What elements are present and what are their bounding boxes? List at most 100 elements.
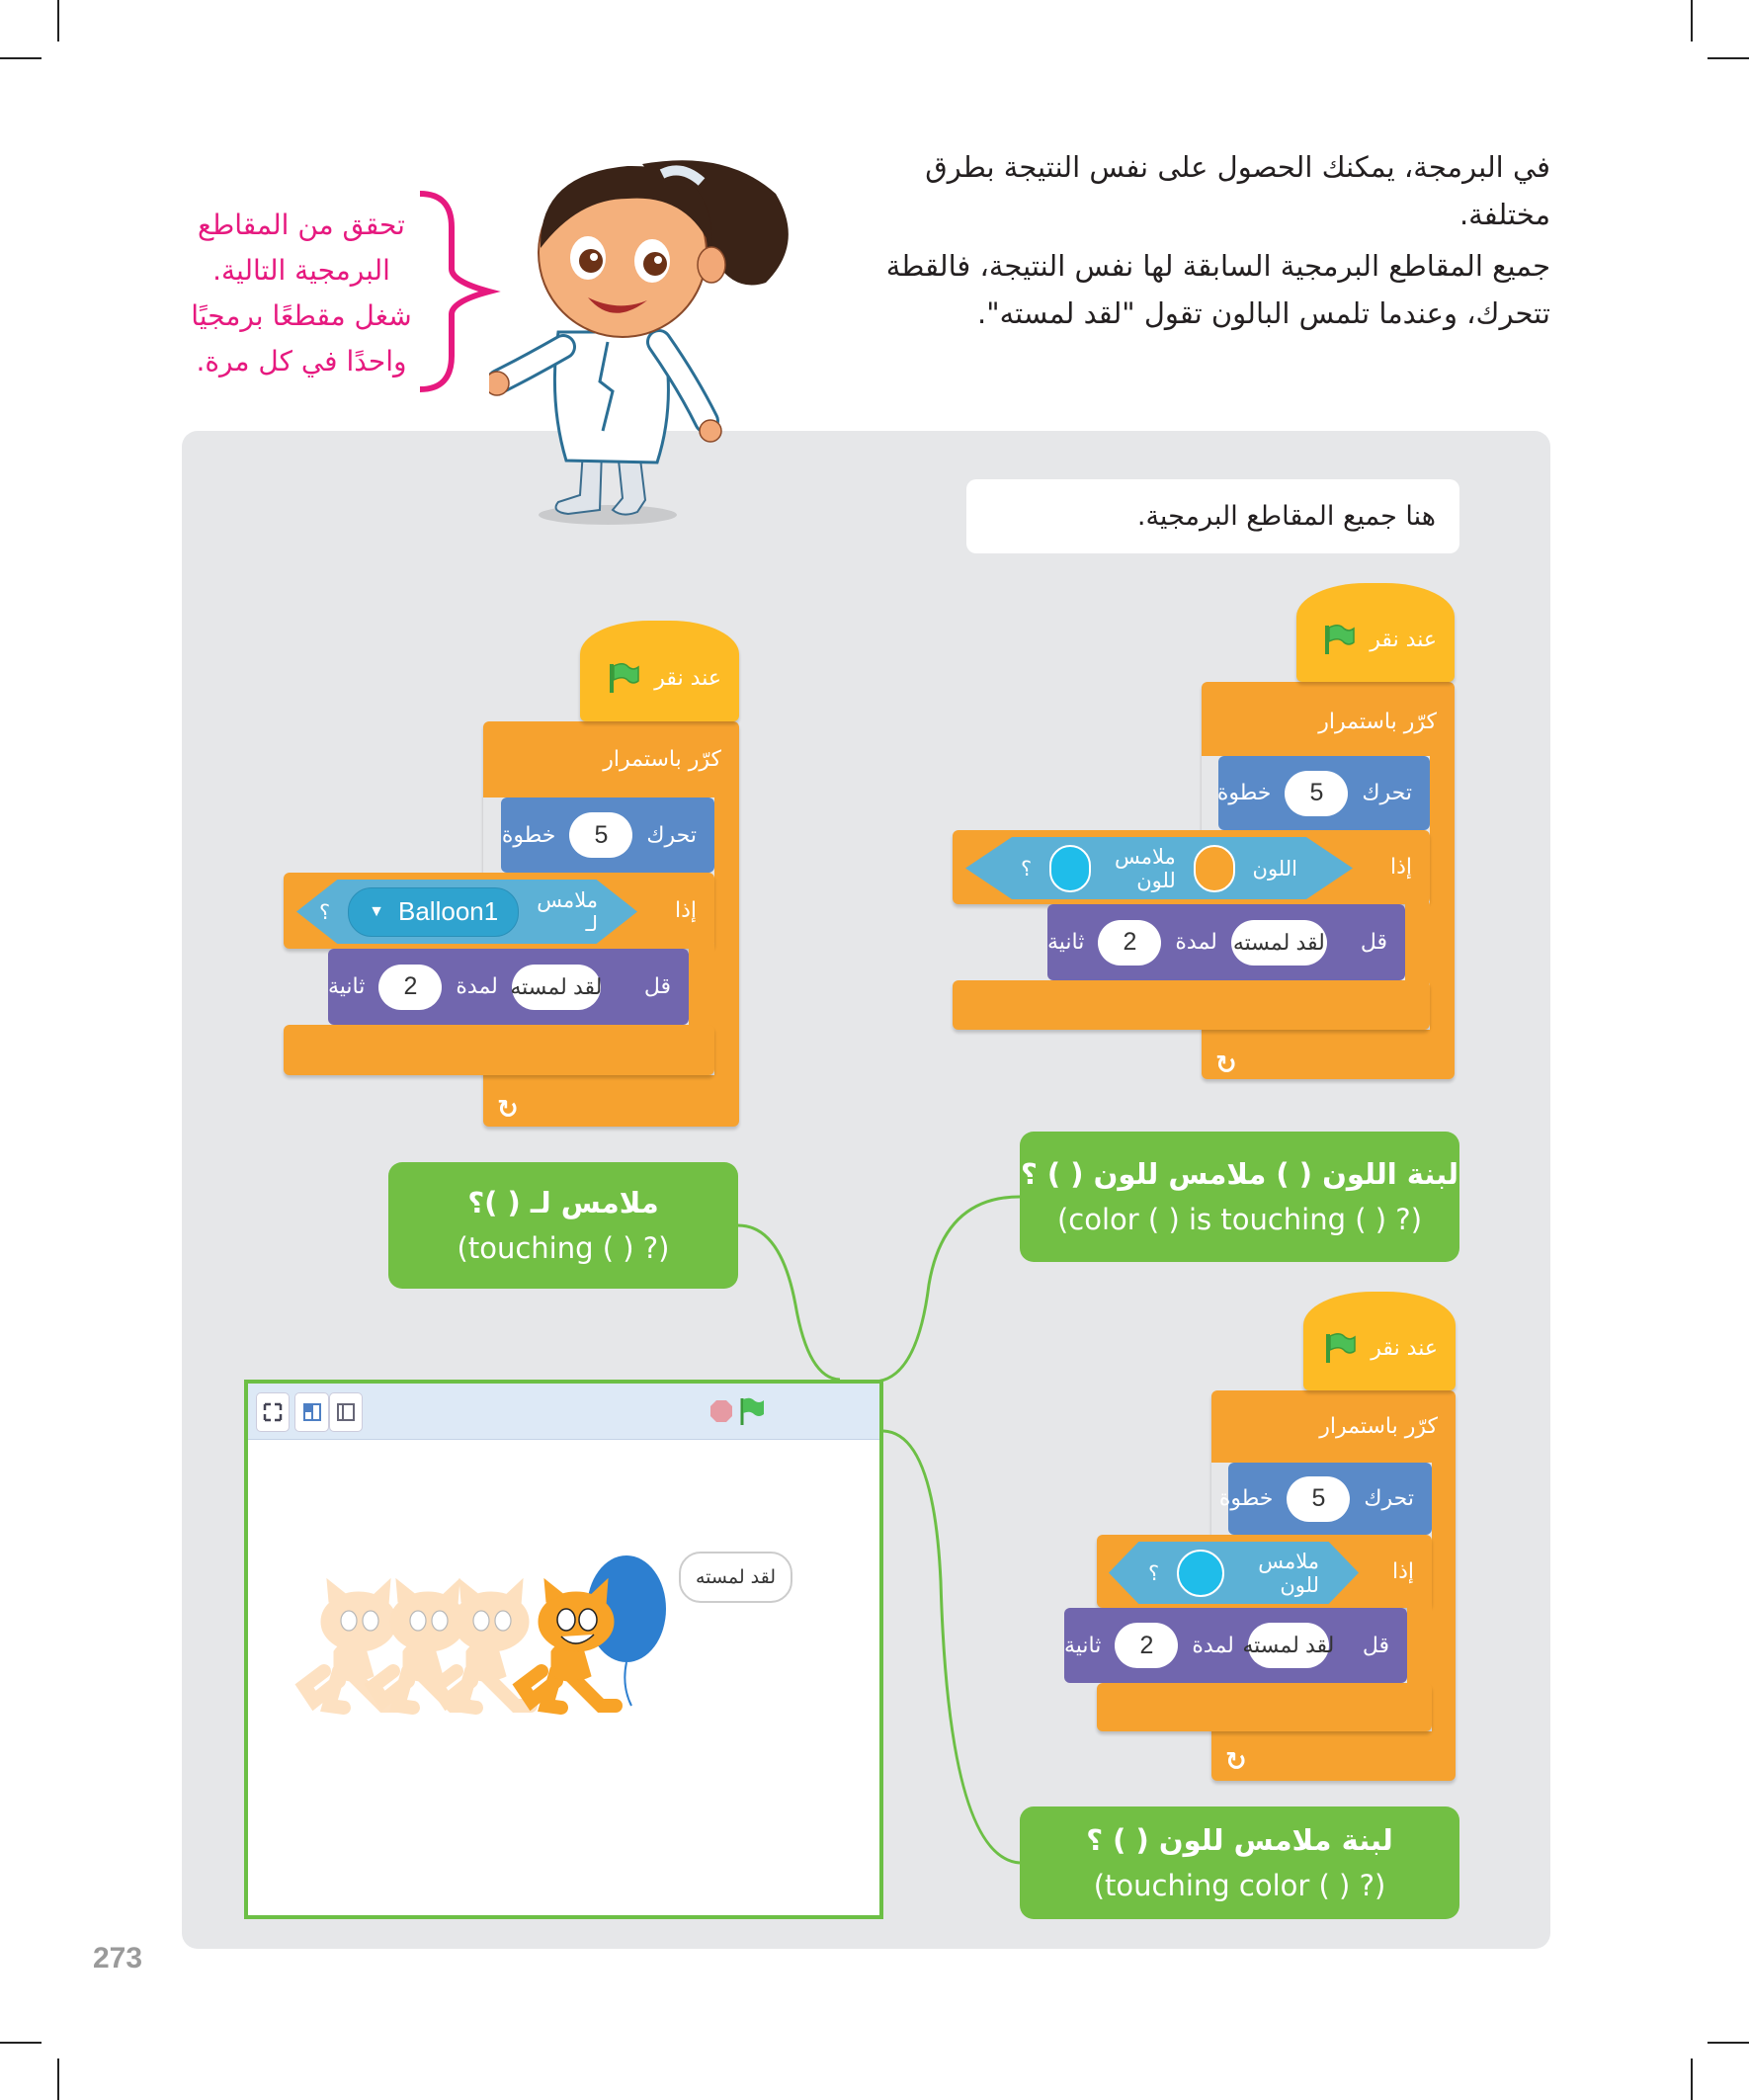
ghost-cat-sprite bbox=[304, 1579, 398, 1708]
label-english: (touching ( ) ?) bbox=[457, 1231, 670, 1265]
girl-character-illustration bbox=[489, 160, 789, 525]
move-steps-block[interactable]: تحرك 5 خطوة bbox=[501, 798, 714, 873]
panel-note: هنا جميع المقاطع البرمجية. bbox=[966, 479, 1459, 553]
for-label: لمدة bbox=[1175, 930, 1217, 955]
intro-line-2: جميع المقاطع البرمجية السابقة لها نفس ال… bbox=[885, 249, 1550, 330]
touching-color-condition[interactable]: ملامس للون ؟ bbox=[1109, 1542, 1359, 1604]
move-label: تحرك bbox=[1364, 1486, 1414, 1511]
cat-sprite bbox=[522, 1579, 616, 1708]
fullscreen-icon bbox=[263, 1402, 283, 1422]
tip-line: تحقق من المقاطع bbox=[198, 209, 405, 241]
steps-unit-label: خطوة bbox=[1216, 781, 1272, 805]
when-flag-clicked-block[interactable]: عند نقر bbox=[1296, 583, 1455, 682]
label-english: (touching color ( ) ?) bbox=[1093, 1869, 1386, 1902]
sprite-dropdown[interactable]: Balloon1 ▼ bbox=[348, 886, 520, 937]
stop-icon[interactable] bbox=[709, 1399, 733, 1423]
if-label: إذا bbox=[1391, 1558, 1414, 1584]
if-bottom bbox=[1097, 1683, 1432, 1731]
hat-label: عند نقر bbox=[1371, 1335, 1438, 1361]
touching-color-label: ملامس للون bbox=[1258, 1549, 1319, 1597]
for-label: لمدة bbox=[1192, 1633, 1234, 1658]
tip-line: البرمجية التالية. bbox=[212, 254, 390, 287]
fullscreen-button[interactable] bbox=[256, 1392, 290, 1432]
loop-arrow-icon: ↻ bbox=[497, 1095, 519, 1125]
dropdown-arrow-icon: ▼ bbox=[369, 902, 384, 920]
green-flag-icon bbox=[1325, 625, 1356, 654]
if-label: إذا bbox=[1389, 855, 1412, 880]
label-arabic: لبنة ملامس للون ( ) ؟ bbox=[1086, 1823, 1393, 1857]
hat-label: عند نقر bbox=[1370, 627, 1437, 652]
color-swatch-cyan[interactable] bbox=[1049, 844, 1091, 892]
stage-toolbar bbox=[248, 1384, 879, 1440]
question-mark: ؟ bbox=[1020, 856, 1033, 881]
label-touching: ملامس لـ ( )؟ (touching ( ) ?) bbox=[388, 1162, 738, 1289]
stage-canvas bbox=[248, 1555, 666, 1915]
if-bottom bbox=[284, 1025, 714, 1075]
intro-text: في البرمجة، يمكنك الحصول على نفس النتيجة… bbox=[839, 143, 1550, 341]
small-stage-button[interactable] bbox=[294, 1392, 329, 1432]
say-label: قل bbox=[643, 974, 671, 999]
crop-mark bbox=[1691, 2058, 1693, 2100]
speech-bubble: لقد لمسته bbox=[679, 1552, 792, 1603]
normal-stage-button[interactable] bbox=[329, 1392, 363, 1432]
color-swatch-orange[interactable] bbox=[1193, 844, 1235, 892]
when-flag-clicked-block[interactable]: عند نقر bbox=[1303, 1292, 1456, 1390]
label-english: (color ( ) is touching ( ) ?) bbox=[1056, 1203, 1423, 1236]
if-right-arm bbox=[1407, 1601, 1432, 1690]
tip-line: شغل مقطعًا برمجيًا bbox=[191, 299, 412, 332]
say-for-secs-block[interactable]: قل لقد لمسته لمدة 2 ثانية bbox=[328, 949, 689, 1025]
if-right-arm bbox=[689, 944, 714, 1033]
secs-input[interactable]: 2 bbox=[378, 964, 443, 1010]
question-mark: ؟ bbox=[319, 899, 331, 924]
say-for-secs-block[interactable]: قل لقد لمسته لمدة 2 ثانية bbox=[1064, 1608, 1407, 1683]
forever-label: كرّر باستمرار bbox=[1319, 1414, 1438, 1439]
say-label: قل bbox=[1360, 930, 1387, 955]
label-arabic: لبنة اللون ( ) ملامس للون ( ) ؟ bbox=[1021, 1157, 1458, 1191]
crop-mark bbox=[57, 2058, 59, 2100]
forever-label: كرّر باستمرار bbox=[603, 747, 721, 772]
loop-arrow-icon: ↻ bbox=[1225, 1747, 1247, 1777]
move-label: تحرك bbox=[1362, 781, 1412, 805]
say-text-input[interactable]: لقد لمسته bbox=[1242, 1623, 1334, 1668]
label-touching-color: لبنة ملامس للون ( ) ؟ (touching color ( … bbox=[1020, 1806, 1459, 1919]
crop-mark bbox=[0, 2042, 42, 2044]
color-label: اللون bbox=[1252, 856, 1297, 881]
steps-input[interactable]: 5 bbox=[569, 812, 633, 858]
secs-input[interactable]: 2 bbox=[1115, 1623, 1179, 1668]
brace-icon bbox=[419, 191, 501, 392]
crop-mark bbox=[0, 57, 42, 59]
forever-label: كرّر باستمرار bbox=[1318, 710, 1437, 734]
tip-text: تحقق من المقاطع البرمجية التالية. شغل مق… bbox=[168, 203, 435, 384]
touching-label: ملامس للون bbox=[1115, 844, 1176, 892]
crop-mark bbox=[1707, 57, 1749, 59]
touching-label: ملامس لـ bbox=[537, 887, 598, 936]
tip-line: واحدًا في كل مرة. bbox=[196, 345, 407, 378]
color-swatch-cyan[interactable] bbox=[1177, 1549, 1224, 1597]
green-flag-icon bbox=[1326, 1333, 1357, 1363]
say-label: قل bbox=[1362, 1633, 1389, 1658]
intro-line-1: في البرمجة، يمكنك الحصول على نفس النتيجة… bbox=[925, 150, 1550, 231]
when-flag-clicked-block[interactable]: عند نقر bbox=[580, 621, 739, 721]
page-number: 273 bbox=[93, 1942, 143, 1974]
say-text-input[interactable]: لقد لمسته bbox=[1230, 919, 1327, 966]
move-steps-block[interactable]: تحرك 5 خطوة bbox=[1219, 1463, 1432, 1535]
secs-input[interactable]: 2 bbox=[1098, 919, 1162, 966]
green-flag-icon[interactable] bbox=[738, 1396, 766, 1426]
color-touching-color-condition[interactable]: اللون ملامس للون ؟ bbox=[965, 837, 1353, 899]
crop-mark bbox=[1691, 0, 1693, 42]
if-bottom bbox=[953, 980, 1430, 1030]
sprite-dropdown-value: Balloon1 bbox=[398, 896, 499, 926]
crop-mark bbox=[1707, 2042, 1749, 2044]
if-label: إذا bbox=[674, 898, 697, 923]
say-for-secs-block[interactable]: قل لقد لمسته لمدة 2 ثانية bbox=[1047, 904, 1405, 980]
touching-sprite-condition[interactable]: ملامس لـ Balloon1 ▼ ؟ bbox=[296, 880, 637, 944]
move-steps-block[interactable]: تحرك 5 خطوة bbox=[1216, 756, 1430, 830]
steps-input[interactable]: 5 bbox=[1285, 770, 1349, 816]
green-flag-icon bbox=[610, 663, 640, 693]
secs-unit-label: ثانية bbox=[1047, 930, 1085, 955]
say-text-input[interactable]: لقد لمسته bbox=[510, 964, 602, 1010]
steps-input[interactable]: 5 bbox=[1287, 1475, 1351, 1522]
scratch-stage bbox=[244, 1380, 883, 1919]
small-stage-icon bbox=[302, 1403, 321, 1421]
